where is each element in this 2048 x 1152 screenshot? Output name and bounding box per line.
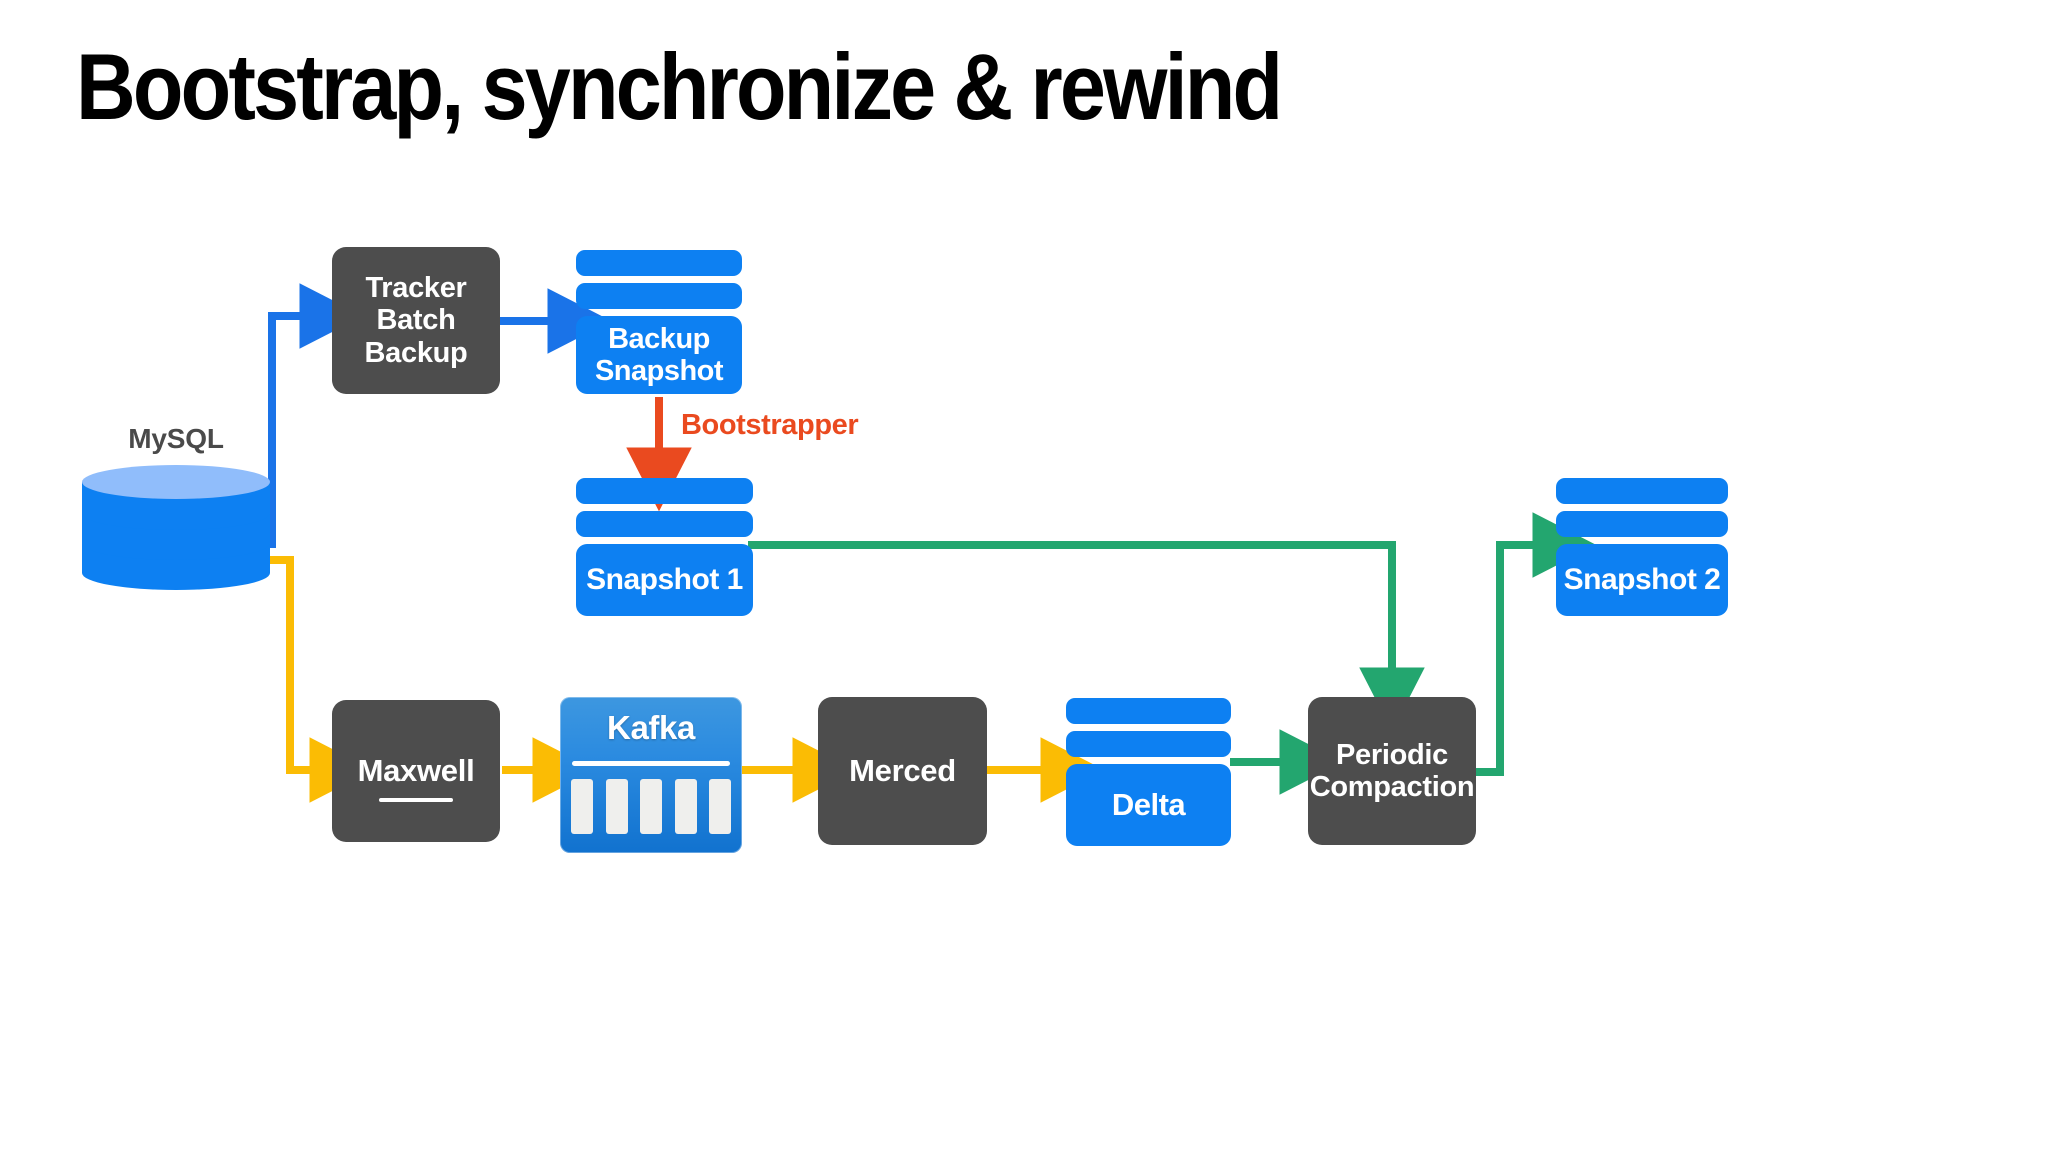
- node-periodic-compaction-label: Periodic Compaction: [1309, 738, 1475, 803]
- page-title: Bootstrap, synchronize & rewind: [76, 34, 1283, 139]
- kafka-partition-bar: [709, 779, 731, 834]
- node-maxwell-label: Maxwell: [357, 752, 475, 788]
- stack-card-top: [576, 478, 753, 504]
- node-snapshot-1[interactable]: Snapshot 1: [576, 478, 753, 616]
- stack-card-middle: [576, 511, 753, 537]
- node-delta[interactable]: Delta: [1066, 698, 1231, 846]
- node-merced[interactable]: Merced: [818, 697, 987, 845]
- node-backup-snapshot[interactable]: Backup Snapshot: [576, 250, 742, 394]
- node-mysql-label: MySQL: [128, 423, 224, 454]
- stack-card-top: [1556, 478, 1728, 504]
- node-kafka[interactable]: Kafka: [560, 697, 742, 853]
- edge-label-bootstrapper: Bootstrapper: [681, 409, 859, 441]
- node-backup-snapshot-label: Backup Snapshot: [594, 322, 724, 387]
- stack-card-top: [576, 250, 742, 276]
- kafka-divider: [572, 761, 730, 766]
- stack-card-middle: [576, 283, 742, 309]
- node-mysql[interactable]: MySQL: [82, 423, 270, 598]
- kafka-partition-bar: [605, 779, 628, 834]
- node-maxwell[interactable]: Maxwell: [332, 700, 500, 842]
- maxwell-underline-decoration: [379, 798, 453, 802]
- node-snapshot-2-label: Snapshot 2: [1563, 563, 1721, 597]
- kafka-partition-bar: [571, 779, 593, 834]
- node-tracker-batch-backup-label: Tracker Batch Backup: [364, 271, 468, 369]
- node-merced-label: Merced: [849, 752, 956, 788]
- database-cylinder-icon: [82, 465, 270, 590]
- node-tracker-batch-backup[interactable]: Tracker Batch Backup: [332, 247, 500, 394]
- stack-card-middle: [1556, 511, 1728, 537]
- node-periodic-compaction[interactable]: Periodic Compaction: [1308, 697, 1476, 845]
- node-snapshot-1-label: Snapshot 1: [586, 563, 743, 597]
- kafka-partition-bar: [640, 779, 662, 834]
- node-kafka-label: Kafka: [607, 709, 695, 746]
- edge-snapshot1-to-periodic-compaction: [748, 541, 1425, 732]
- kafka-partition-bar: [674, 779, 697, 834]
- node-delta-label: Delta: [1111, 786, 1186, 822]
- stack-card-top: [1066, 698, 1231, 724]
- kafka-partition-bars: [571, 779, 731, 834]
- node-snapshot-2[interactable]: Snapshot 2: [1556, 478, 1728, 616]
- edge-periodic-compaction-to-snapshot2: [1476, 512, 1597, 776]
- stack-card-middle: [1066, 731, 1231, 757]
